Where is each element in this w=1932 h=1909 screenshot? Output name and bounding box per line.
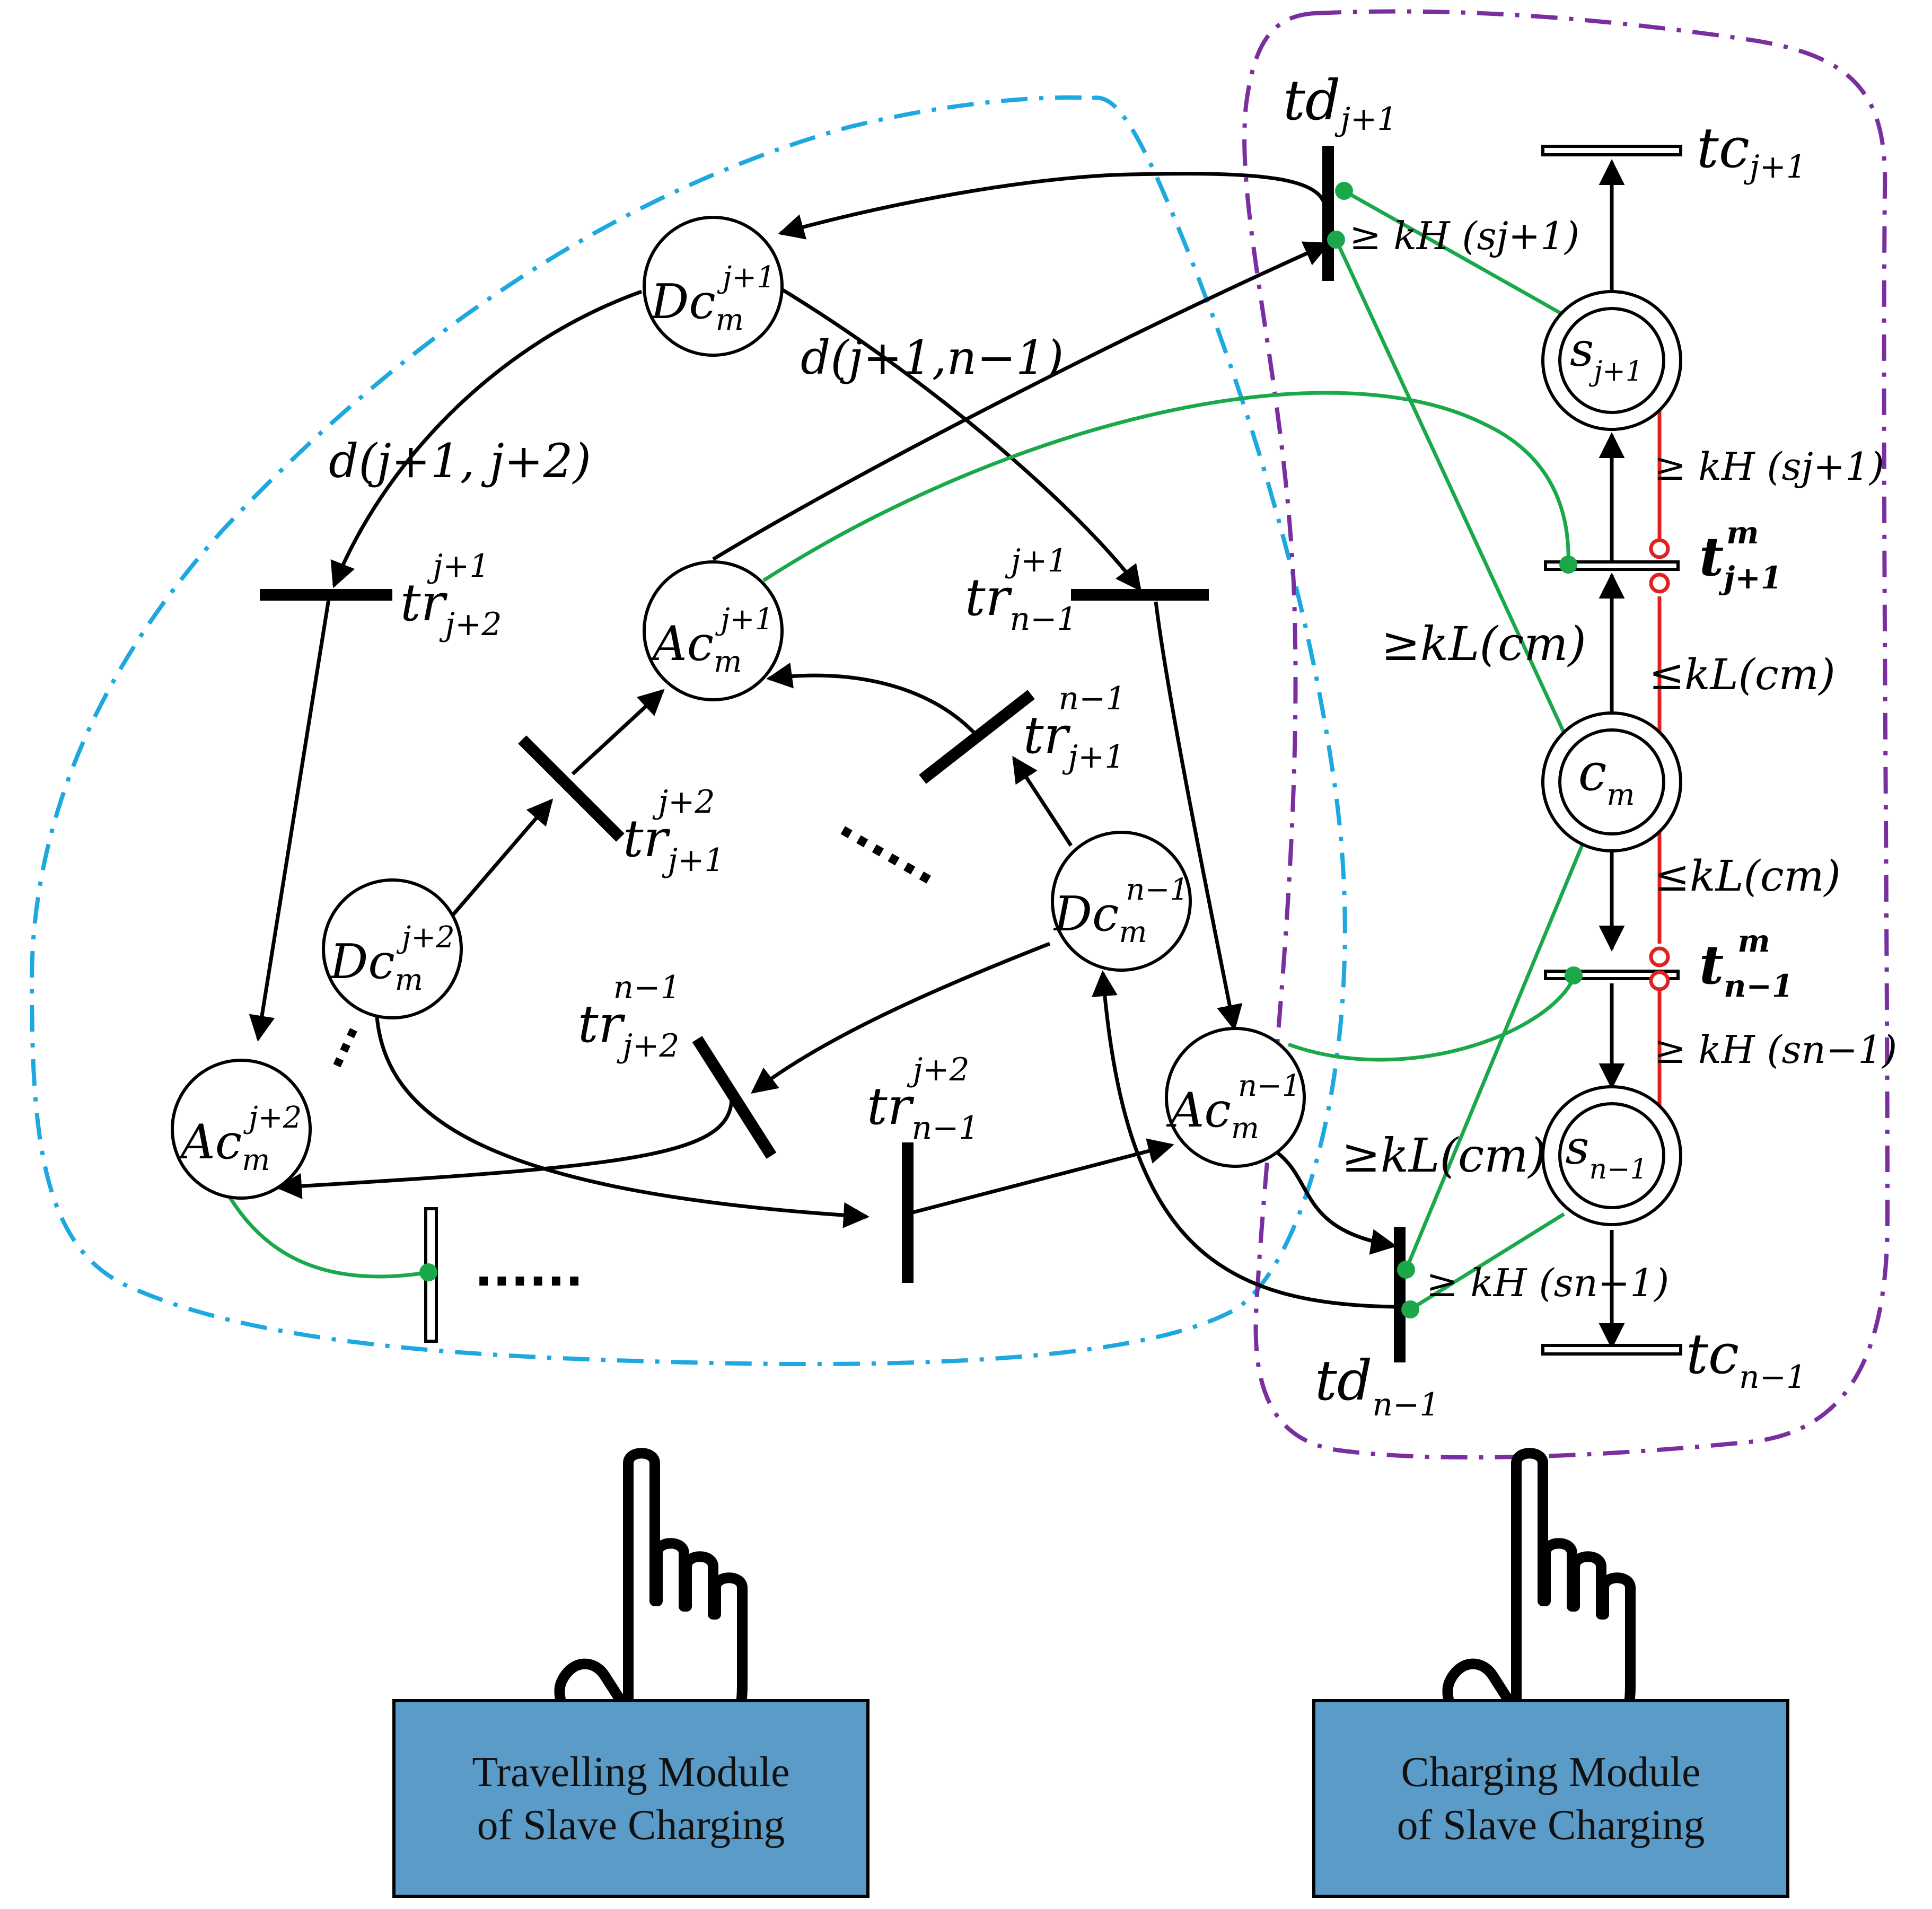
arc-dcj1-to-trj2j1: [330, 289, 643, 588]
transition-tr-j1-j2: [518, 735, 625, 842]
arc-trj1j2-to-acj1: [571, 689, 665, 776]
place-dc-j2: [322, 878, 463, 1019]
transition-t-j1-m: [1544, 560, 1680, 571]
arc-label-kh-sn1-bottom: ≥ kH (sn−1): [1426, 1261, 1669, 1305]
arc-label-kl-cm-upper: ≤kL(cm): [1649, 650, 1836, 699]
test-arc-dots: [419, 182, 1583, 1318]
charging-module-label: Charging Module of Slave Charging: [1397, 1748, 1705, 1849]
charging-module-boundary: [1242, 9, 1890, 1460]
arc-label-kh-sj1-right: ≥ kH (sj+1): [1654, 444, 1884, 489]
place-label-ac-j1: Acmj+1: [649, 602, 774, 679]
place-dc-n1: [1051, 831, 1192, 972]
place-label-s-n1: sn−1: [1565, 1120, 1647, 1185]
arc-trn1j2-to-acn1: [906, 1138, 1174, 1216]
travelling-module-label: Travelling Module of Slave Charging: [472, 1748, 790, 1849]
arc-dcn1-to-trj1n1: [1012, 755, 1073, 847]
arc-trj2n1-to-acj2: [276, 1097, 734, 1199]
transition-label-tr-j2-j1: trj+2j+1: [400, 548, 502, 643]
place-label-ac-j2: Acmj+2: [177, 1101, 302, 1177]
arc-label-kl-cm-low: ≥kL(cm): [1341, 1128, 1547, 1183]
place-label-s-j1: sj+1: [1570, 322, 1643, 388]
arc-dcn1-to-trj2n1: [751, 942, 1051, 1094]
arc-trj2j1-to-acj2: [249, 599, 331, 1042]
arc-tdn1-to-dcn1: [1092, 970, 1396, 1309]
transition-label-tr-n1-j2: trn−1j+2: [867, 1051, 979, 1147]
arc-trn1j1-to-acn1: [1154, 601, 1243, 1031]
ellipsis-bottom: ......: [475, 1242, 583, 1297]
transition-label-td-n1: tdn−1: [1315, 1348, 1439, 1423]
arc-label-kl-cm-lower: ≤kL(cm): [1654, 851, 1841, 901]
arc-label-kh-sj1-top: ≥ kH (sj+1): [1349, 214, 1579, 258]
arc-trj1n1-to-acj1: [766, 662, 977, 736]
arc-label-d-j1-n1: d(j+1,n−1): [801, 330, 1064, 385]
transition-label-td-j1: tdj+1: [1283, 68, 1397, 138]
transition-label-tr-j2-n1: trj+2n−1: [578, 969, 681, 1065]
transition-label-tr-j1-n1: trj+1n−1: [1023, 680, 1126, 776]
travelling-module-boundary: [29, 95, 1347, 1367]
transition-label-tc-n1: tcn−1: [1686, 1322, 1806, 1396]
arc-label-kh-sn1-right: ≥ kH (sn−1): [1654, 1027, 1897, 1072]
arc-acn1-to-tdn1: [1276, 1151, 1397, 1255]
place-c-m-inner: [1558, 728, 1665, 835]
ellipsis-center: ......: [831, 794, 953, 896]
arc-label-kl-cm-mid: ≥kL(cm): [1381, 617, 1586, 671]
place-ac-j2: [171, 1059, 312, 1200]
transition-label-t-j1-m: tj+1m: [1699, 515, 1782, 596]
place-ac-j1: [643, 560, 784, 701]
transition-label-tr-n1-j1: trn−1j+1: [965, 542, 1077, 638]
place-label-dc-j1: Dcmj+1: [649, 260, 776, 337]
place-s-n1-inner: [1558, 1102, 1665, 1209]
place-dc-j1: [643, 216, 784, 357]
place-label-ac-n1: Acmn−1: [1166, 1069, 1301, 1146]
transition-label-tr-j1-j2: trj+1j+2: [623, 784, 725, 879]
place-label-dc-n1: Dcmn−1: [1053, 873, 1189, 949]
transition-tr-j1-n1: [919, 690, 1035, 784]
place-s-j1-inner: [1558, 307, 1665, 414]
ellipsis-left: ...: [303, 1011, 368, 1076]
transition-label-tc-j1: tcj+1: [1697, 116, 1806, 186]
arc-dcj2-to-trn1j2: [374, 1009, 870, 1228]
places: [171, 216, 1682, 1226]
transition-tc-n1: [1541, 1344, 1682, 1356]
place-ac-n1: [1165, 1027, 1306, 1168]
transition-label-t-n1-m: tn−1m: [1699, 923, 1793, 1004]
transition-tr-j2-n1: [692, 1036, 777, 1159]
arc-dcj2-to-trj1j2: [452, 798, 554, 916]
arc-dcj1-to-trn1j1: [776, 285, 1141, 592]
transition-tc-j1: [1541, 145, 1682, 156]
arc-acj1-to-tdj1: [712, 241, 1331, 561]
arc-label-d-j1-j2: d(j+1, j+2): [329, 434, 591, 488]
arc-tdj1-to-dcj1: [778, 172, 1328, 240]
arcs: [249, 159, 1625, 1349]
place-label-c-m: cm: [1578, 743, 1635, 812]
test-arcs: [223, 189, 1587, 1311]
travelling-module-button[interactable]: Travelling Module of Slave Charging: [392, 1699, 870, 1898]
charging-module-button[interactable]: Charging Module of Slave Charging: [1312, 1699, 1789, 1898]
transition-bars: [260, 145, 1682, 1362]
place-label-dc-j2: Dcmj+2: [329, 920, 455, 997]
